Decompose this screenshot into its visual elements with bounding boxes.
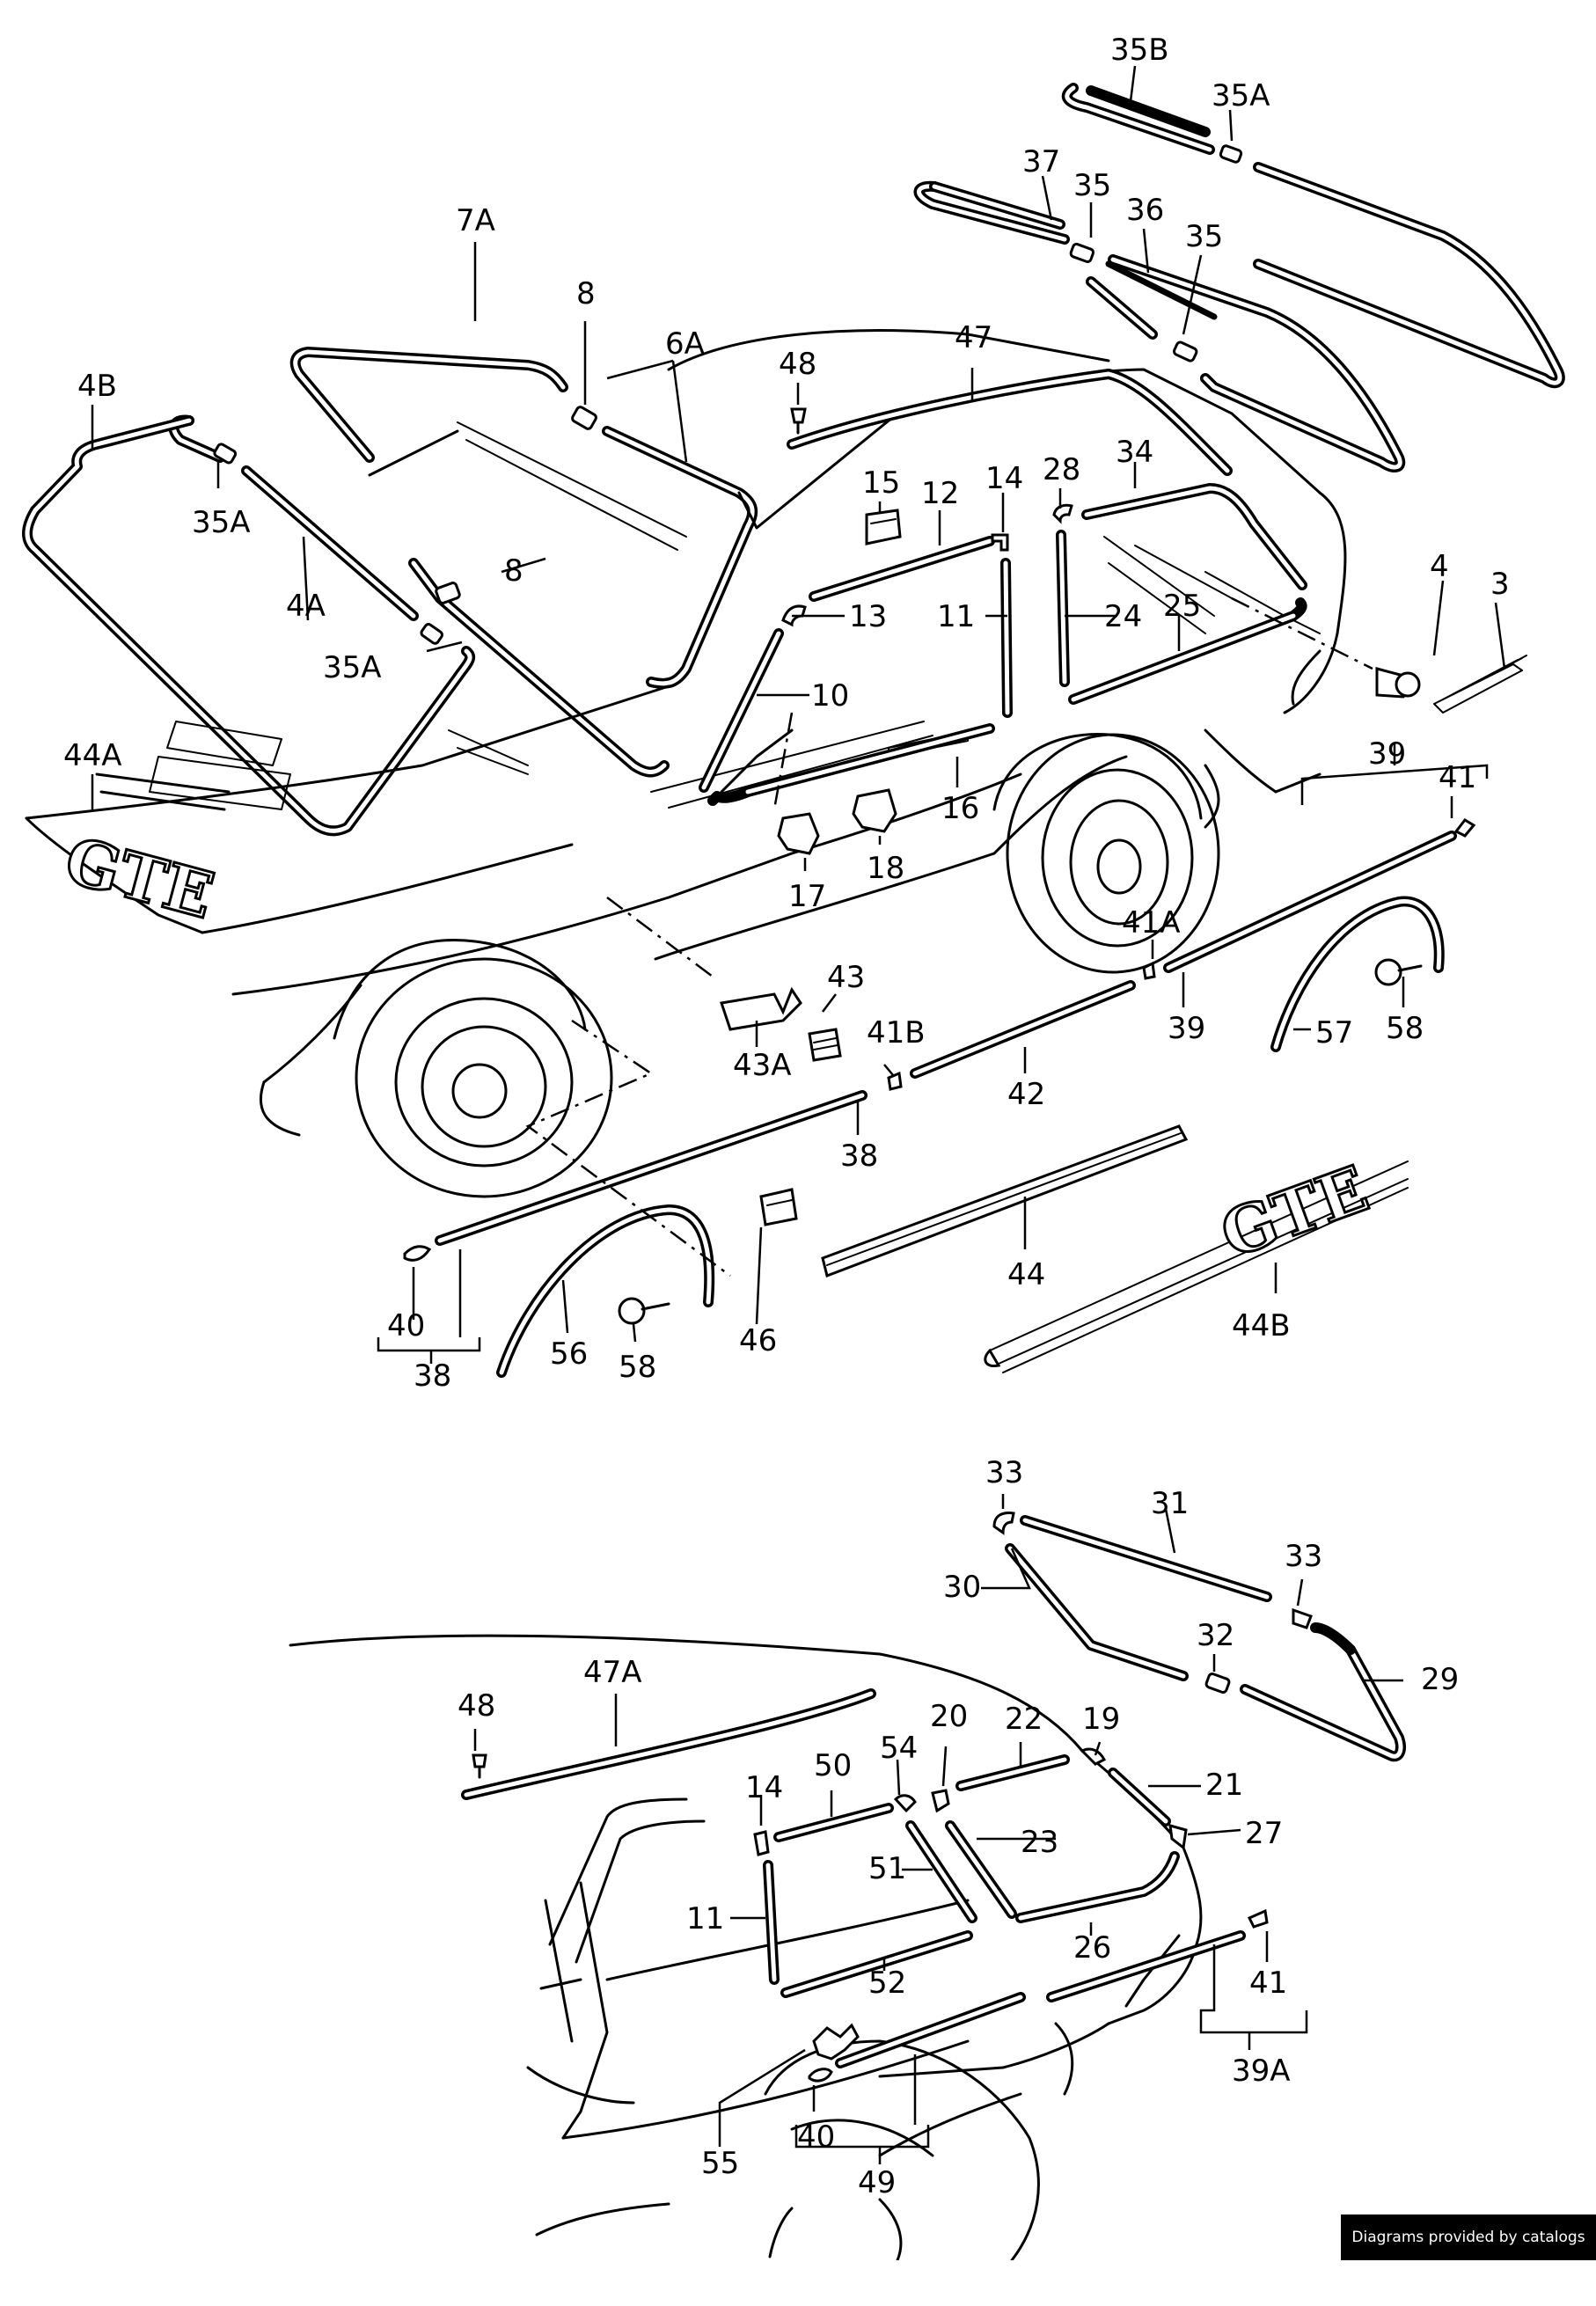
callout-34: 34 — [1116, 435, 1153, 470]
windshield-seal-7a — [289, 347, 758, 778]
callout-57: 57 — [1315, 1015, 1353, 1051]
callout-56: 56 — [550, 1336, 588, 1372]
callout-50: 50 — [814, 1748, 852, 1783]
callout-20: 20 — [930, 1699, 968, 1734]
callout-47: 47 — [955, 320, 992, 355]
callout-6a: 6A — [665, 326, 705, 362]
callout-51: 51 — [868, 1851, 906, 1886]
callout-32: 32 — [1197, 1618, 1234, 1653]
wheel-arch-trims — [496, 896, 1445, 1378]
callout-35a-top: 35A — [1212, 78, 1270, 113]
callout-46: 46 — [739, 1323, 777, 1358]
callout-19: 19 — [1082, 1702, 1120, 1737]
callout-35a-low: 35A — [323, 650, 382, 685]
callout-48-top: 48 — [779, 347, 816, 382]
callout-52: 52 — [868, 1966, 906, 2001]
callout-39-mid: 39 — [1168, 1011, 1205, 1046]
callout-40-top: 40 — [387, 1308, 425, 1343]
callout-25: 25 — [1163, 589, 1201, 624]
rear-parts-3-4 — [1375, 655, 1527, 714]
callout-7a: 7A — [456, 203, 495, 238]
callout-49: 49 — [858, 2165, 896, 2200]
callout-18: 18 — [867, 851, 904, 886]
callout-33-a: 33 — [985, 1455, 1023, 1490]
callout-41a: 41A — [1122, 905, 1181, 941]
callout-4a: 4A — [286, 589, 326, 624]
callout-44a: 44A — [63, 738, 122, 773]
rear-wheel — [992, 732, 1220, 974]
callout-11-bot: 11 — [686, 1901, 724, 1936]
callout-35b: 35B — [1110, 33, 1169, 68]
callout-29: 29 — [1421, 1662, 1459, 1697]
callout-48-bot: 48 — [458, 1688, 495, 1724]
callout-17: 17 — [788, 879, 826, 914]
callout-54: 54 — [880, 1731, 918, 1766]
callout-26: 26 — [1073, 1930, 1111, 1966]
callout-8-mid: 8 — [504, 553, 523, 589]
callout-35-b: 35 — [1185, 219, 1223, 254]
callout-55: 55 — [701, 2146, 739, 2181]
callout-14-bot: 14 — [745, 1770, 783, 1805]
leader-lines-upper — [91, 65, 1506, 1364]
callout-12: 12 — [921, 476, 959, 511]
callout-14-top: 14 — [985, 461, 1023, 496]
windshield-seal-4b — [22, 414, 476, 837]
callout-15: 15 — [862, 465, 900, 501]
callout-21: 21 — [1205, 1768, 1243, 1803]
rear-window-seal-35b — [1061, 83, 1565, 389]
callout-41-bot: 41 — [1249, 1966, 1287, 2001]
callout-11-top: 11 — [937, 599, 975, 634]
side-gte-emblem-text: GTE — [1212, 1151, 1378, 1272]
callout-24: 24 — [1104, 599, 1142, 634]
callout-47a: 47A — [583, 1655, 642, 1690]
front-gte-emblem-text: GTE — [58, 822, 222, 933]
callout-33-b: 33 — [1285, 1539, 1322, 1574]
callout-35a-left: 35A — [192, 505, 251, 540]
callout-35-a: 35 — [1073, 168, 1111, 203]
callout-39a: 39A — [1232, 2053, 1291, 2089]
callout-38-low: 38 — [414, 1358, 451, 1394]
callout-40-bot: 40 — [797, 2119, 835, 2155]
window-trim-parts — [699, 369, 1307, 855]
callout-43: 43 — [827, 960, 865, 995]
callout-39-top: 39 — [1368, 736, 1406, 772]
callout-58-left: 58 — [619, 1350, 656, 1385]
leader-lines-lower — [473, 1494, 1403, 2164]
callout-44b: 44B — [1232, 1308, 1291, 1343]
callout-42: 42 — [1007, 1077, 1045, 1112]
callout-36: 36 — [1126, 193, 1164, 228]
side-mouldings: GTE — [403, 818, 1476, 1373]
callout-28: 28 — [1043, 452, 1080, 487]
callout-37: 37 — [1022, 144, 1060, 179]
clips-43-46 — [720, 986, 842, 1226]
callout-16: 16 — [941, 791, 979, 826]
callout-13: 13 — [849, 599, 887, 634]
callout-41-top: 41 — [1439, 760, 1476, 795]
callout-58-right: 58 — [1386, 1011, 1424, 1046]
callout-30: 30 — [943, 1570, 981, 1605]
callout-4b: 4B — [77, 369, 117, 404]
callout-31: 31 — [1151, 1486, 1189, 1521]
callout-27: 27 — [1245, 1816, 1283, 1851]
credit-badge: Diagrams provided by catalogs parts — [1341, 2214, 1596, 2292]
rear-window-seal-37 — [913, 180, 1406, 472]
callout-10: 10 — [811, 678, 849, 714]
callout-8-top: 8 — [576, 276, 596, 311]
callout-labels: 35B 35A 37 35 36 35 7A 8 6A 47 48 4B 35A… — [63, 33, 1510, 2200]
assembly-axis-lines — [525, 597, 1373, 1277]
callout-3: 3 — [1490, 567, 1510, 602]
callout-41b: 41B — [867, 1015, 926, 1051]
tailgate-window-trims — [992, 1512, 1406, 1762]
callout-23: 23 — [1021, 1825, 1058, 1860]
callout-38-mid: 38 — [840, 1138, 878, 1174]
estate-window-trims — [461, 1688, 1269, 2083]
callout-43a: 43A — [733, 1048, 792, 1083]
front-wheel — [333, 939, 613, 1198]
callout-4: 4 — [1430, 549, 1449, 584]
callout-22: 22 — [1005, 1702, 1043, 1737]
callout-44: 44 — [1007, 1257, 1045, 1292]
